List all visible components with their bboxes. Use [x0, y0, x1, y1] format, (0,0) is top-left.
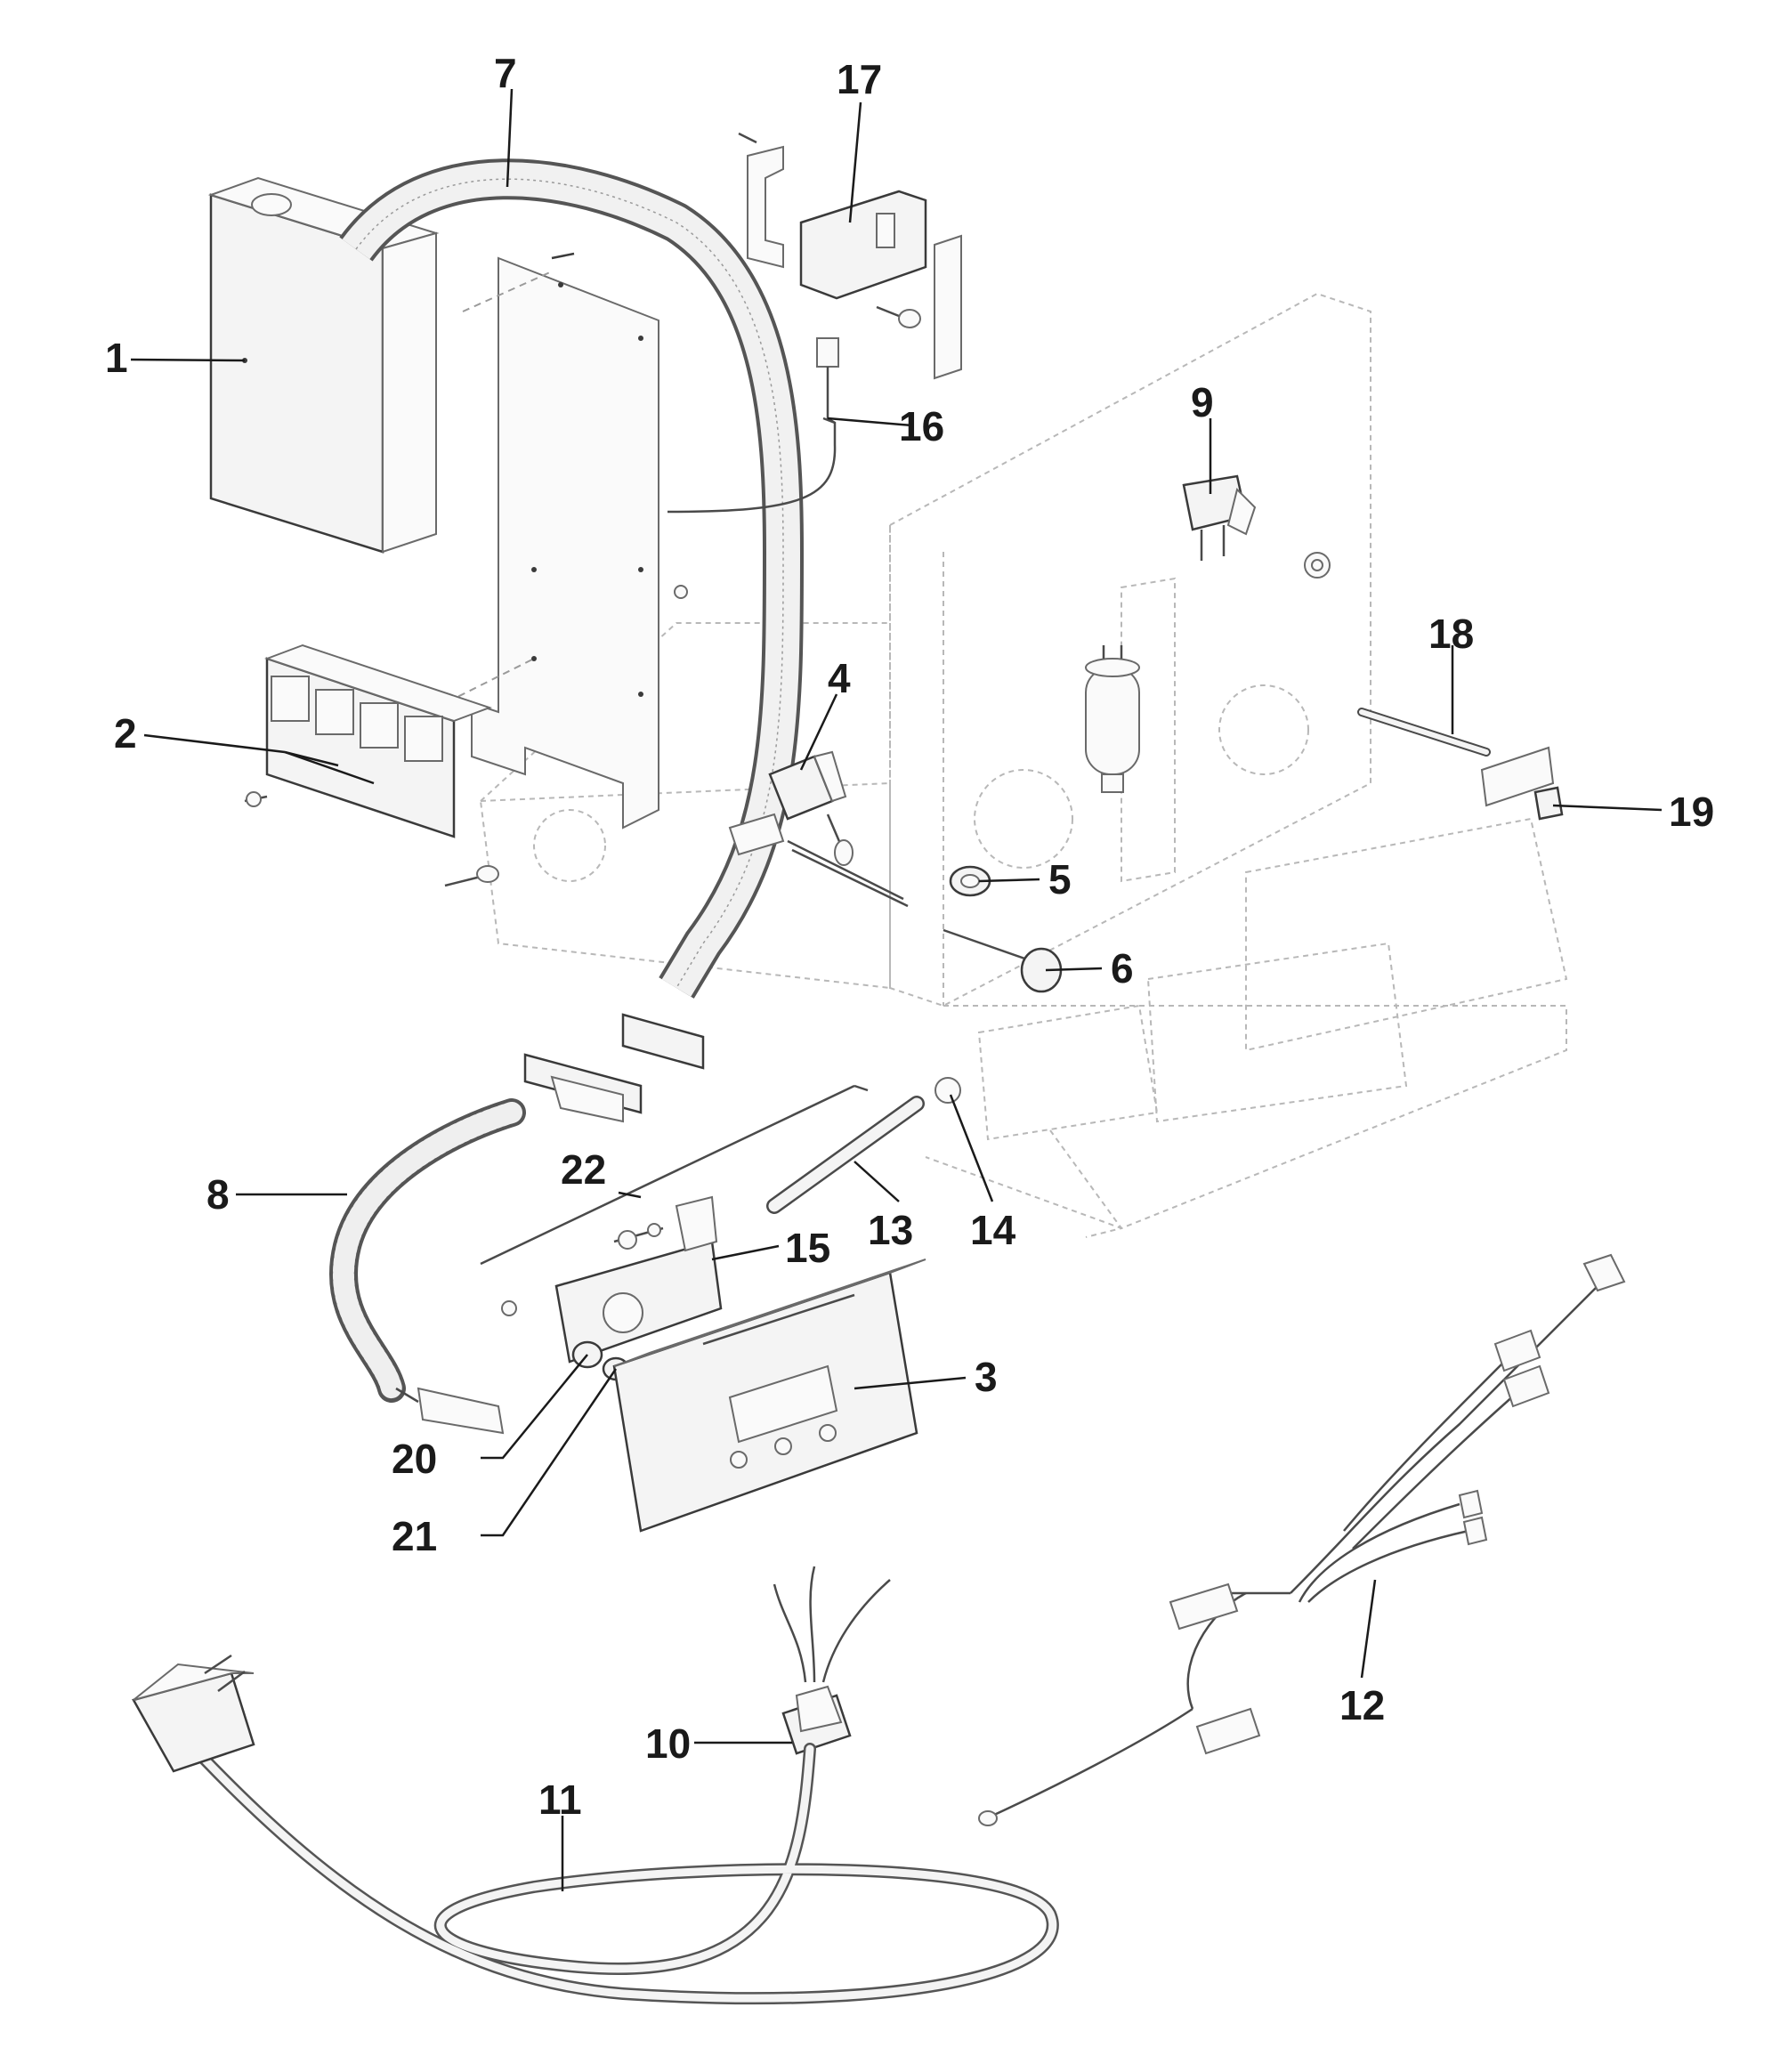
part-22-wire [480, 1084, 869, 1266]
callout-18: 18 [1428, 611, 1474, 657]
callout-21: 21 [392, 1513, 437, 1559]
callout-1: 1 [105, 335, 128, 381]
callout-7: 7 [494, 50, 517, 96]
part-16-wire-lead [667, 337, 839, 514]
callout-labels: 1 7 17 16 9 18 19 2 4 5 6 8 22 15 13 14 … [105, 50, 1714, 1823]
screw-washer [444, 865, 499, 887]
leader-lines [130, 88, 1663, 1891]
part-4-toggle-switch [728, 750, 854, 866]
part-11-power-cord [132, 1654, 1059, 2005]
part-5-grommet [949, 865, 991, 897]
callout-2: 2 [114, 710, 137, 757]
capacitor [1085, 645, 1140, 793]
callout-9: 9 [1191, 379, 1214, 425]
callout-20: 20 [392, 1436, 437, 1482]
part-19-clip [1480, 746, 1564, 821]
part-9-switch [1182, 474, 1331, 579]
callout-10: 10 [645, 1720, 691, 1767]
part-8-coiled-cable [328, 1098, 526, 1435]
dsub-connectors [523, 1013, 705, 1123]
part-1-control-box [207, 176, 440, 554]
callout-15: 15 [785, 1225, 830, 1271]
part-10-strain-relief [773, 1566, 891, 1755]
callout-11: 11 [538, 1777, 582, 1823]
callout-17: 17 [837, 56, 882, 102]
part-12-wiring-harness [978, 1253, 1626, 1826]
wires-center [787, 839, 1033, 963]
callout-6: 6 [1111, 945, 1134, 991]
callout-4: 4 [828, 655, 851, 701]
callout-13: 13 [868, 1207, 913, 1253]
callout-16: 16 [899, 403, 944, 449]
part-3-display-panel [612, 1259, 926, 1533]
part-17-bracket-switch [738, 132, 962, 380]
part-13-rod [766, 1096, 925, 1214]
callout-5: 5 [1048, 856, 1072, 902]
callout-22: 22 [561, 1146, 606, 1193]
callout-14: 14 [970, 1207, 1016, 1253]
callout-19: 19 [1669, 789, 1714, 835]
callout-3: 3 [975, 1354, 998, 1400]
part-14-nut [934, 1077, 961, 1104]
part-2-terminal-blocks [244, 643, 492, 838]
part-15-plate [501, 1195, 723, 1364]
callout-8: 8 [206, 1171, 230, 1218]
part-18-sensor [1357, 708, 1491, 757]
callout-12: 12 [1339, 1682, 1385, 1728]
